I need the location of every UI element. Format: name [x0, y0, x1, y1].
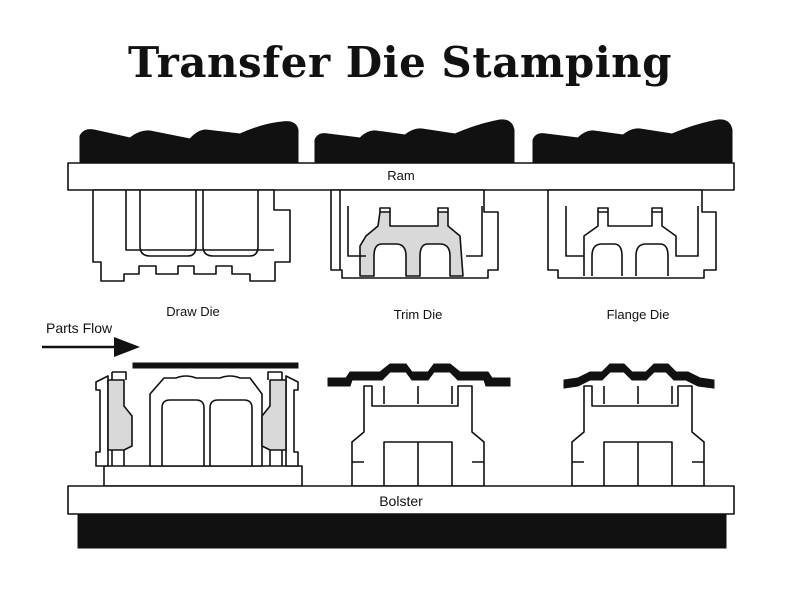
lower-trim-die	[351, 385, 485, 487]
ram-plate	[67, 162, 735, 191]
upper-flange-die	[547, 189, 717, 279]
parts-flow-arrow-icon	[42, 337, 140, 357]
flange-formed-part	[563, 363, 715, 389]
blank-sheet	[132, 362, 299, 369]
trim-die-label: Trim Die	[393, 307, 443, 322]
bolster-label: Bolster	[379, 493, 423, 509]
lower-draw-die	[95, 371, 303, 487]
lower-flange-die	[571, 385, 705, 487]
bolster-plate	[67, 485, 735, 515]
ram-top-block-1	[79, 121, 299, 164]
flange-die-label: Flange Die	[606, 307, 670, 322]
bolster-base	[77, 513, 727, 549]
diagram-title: Transfer Die Stamping	[127, 38, 673, 87]
parts-flow-label: Parts Flow	[46, 320, 113, 336]
draw-die-label: Draw Die	[166, 304, 220, 319]
ram-label: Ram	[387, 168, 415, 183]
upper-trim-die	[330, 189, 499, 279]
ram-top-block-3	[532, 119, 733, 164]
ram-top-block-2	[314, 119, 515, 164]
trim-formed-part	[327, 363, 511, 387]
upper-draw-die	[92, 189, 291, 282]
